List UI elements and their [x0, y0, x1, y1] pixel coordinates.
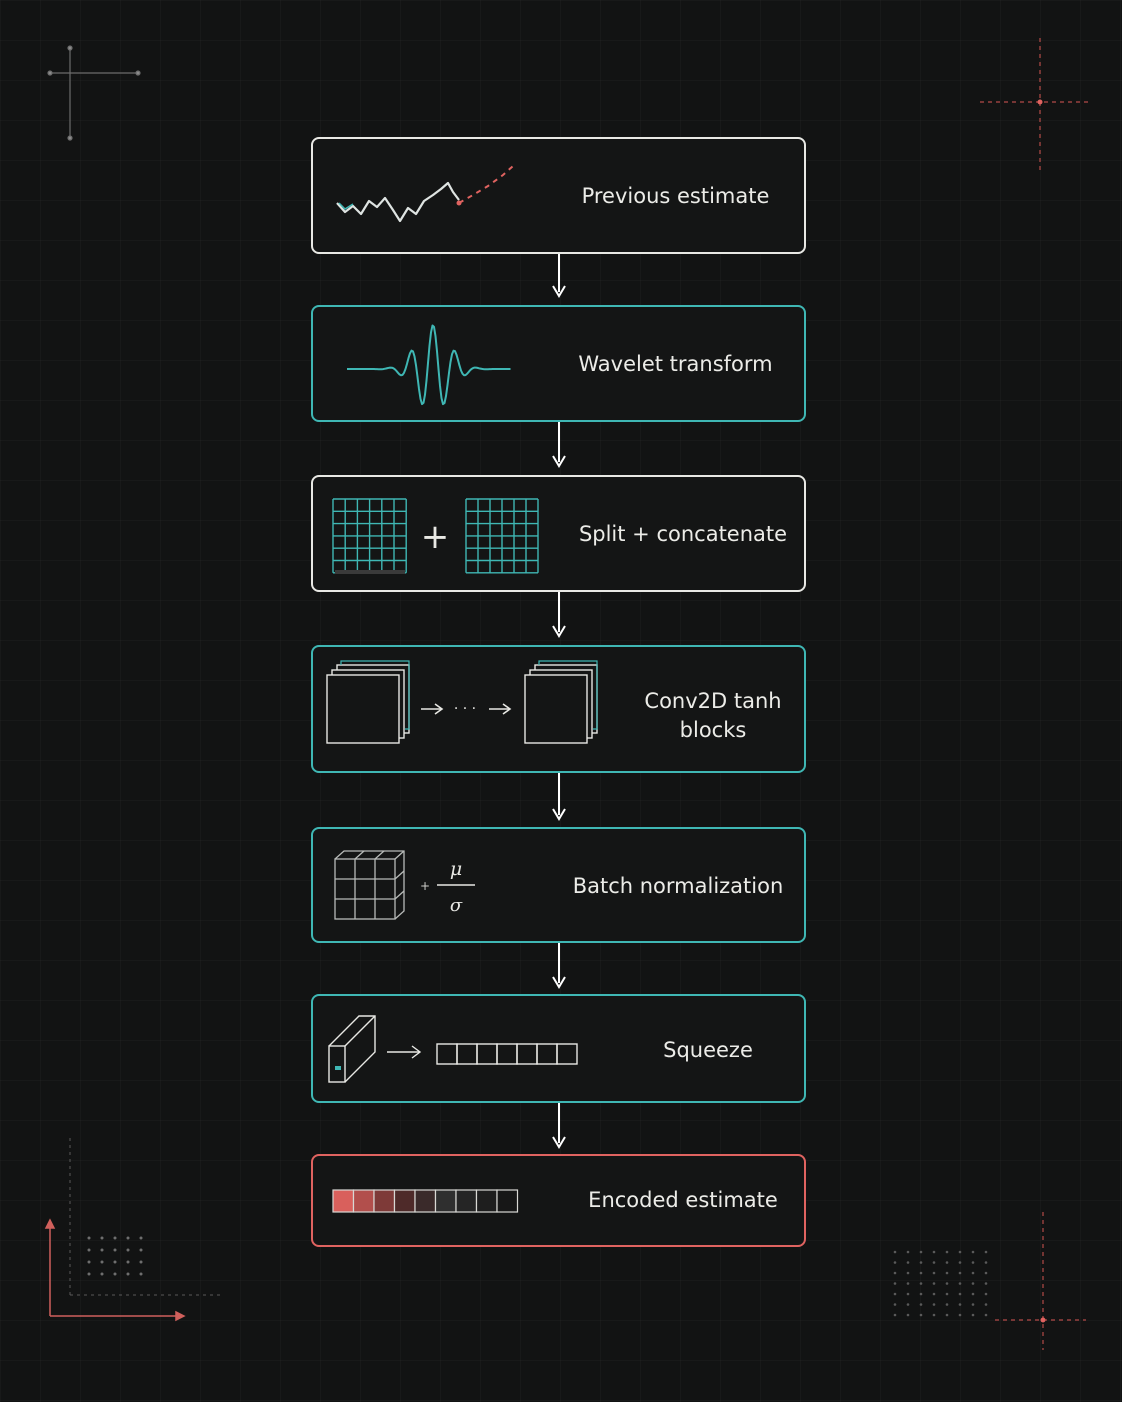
- arrow-down: [552, 254, 566, 298]
- step-label: Previous estimate: [581, 184, 770, 208]
- flowchart: Previous estimate Wavelet transform + Sp…: [311, 137, 806, 1247]
- gradient-vector-icon: [332, 1189, 519, 1213]
- arrow-down: [552, 943, 566, 989]
- sigma-symbol: σ: [450, 895, 463, 916]
- step-encoded-estimate: Encoded estimate: [311, 1154, 806, 1247]
- step-split-concatenate: + Split + concatenate: [311, 475, 806, 592]
- arrow-down: [552, 773, 566, 821]
- arrow-down: [552, 592, 566, 638]
- step-label: Split + concatenate: [578, 522, 788, 546]
- step-label: Batch normalization: [572, 874, 784, 898]
- step-squeeze: Squeeze: [311, 994, 806, 1103]
- plus-symbol: +: [421, 517, 450, 557]
- mu-symbol: μ: [450, 858, 462, 880]
- step-label: Wavelet transform: [578, 352, 773, 376]
- arrow-down: [552, 1103, 566, 1149]
- step-wavelet-transform: Wavelet transform: [311, 305, 806, 422]
- step-label: Encoded estimate: [588, 1188, 778, 1212]
- stacked-layers-icon: · · ·: [326, 660, 598, 744]
- step-label: Conv2D tanh blocks: [644, 689, 782, 742]
- step-label: Squeeze: [663, 1038, 753, 1062]
- cube-grid-icon: + μ σ: [334, 850, 475, 920]
- line-chart-icon: [336, 165, 514, 223]
- wavelet-icon: [347, 324, 511, 406]
- step-previous-estimate: Previous estimate: [311, 137, 806, 254]
- step-batch-normalization: + μ σ Batch normalization: [311, 827, 806, 943]
- ellipsis-symbol: · · ·: [454, 701, 476, 717]
- step-conv2d-tanh-blocks: · · · Conv2D tanh blocks: [311, 645, 806, 773]
- arrow-down: [552, 422, 566, 468]
- norm-plus-symbol: +: [420, 879, 430, 893]
- grid-matrix-icon: +: [332, 498, 539, 574]
- prism-to-vector-icon: [328, 1015, 578, 1083]
